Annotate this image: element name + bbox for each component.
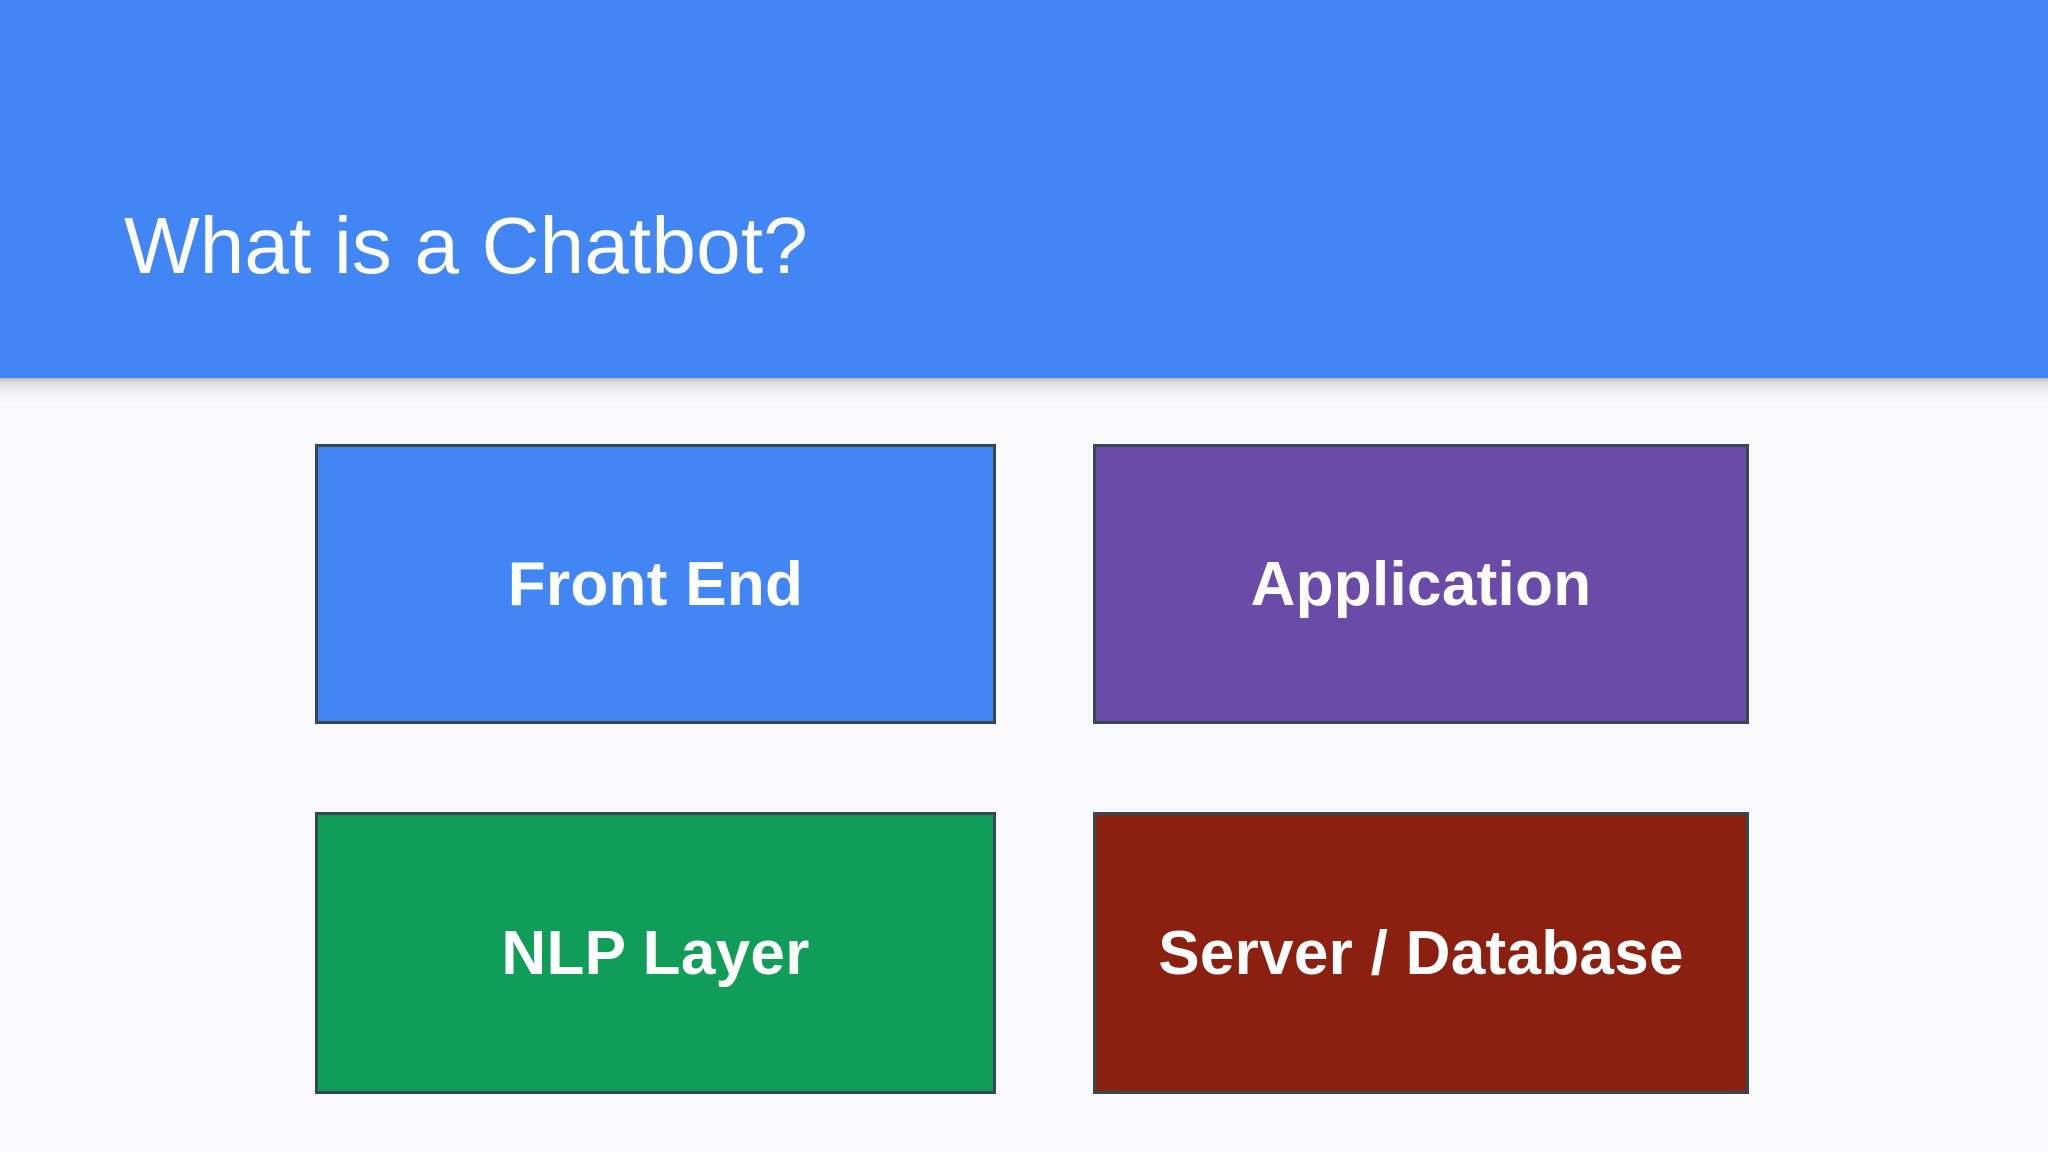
slide-header-banner: What is a Chatbot? bbox=[0, 0, 2048, 378]
component-box-nlp-layer[interactable]: NLP Layer bbox=[315, 812, 996, 1094]
chatbot-component-grid: Front End Application NLP Layer Server /… bbox=[315, 444, 1749, 1094]
header-drop-shadow bbox=[0, 378, 2048, 404]
page-title: What is a Chatbot? bbox=[124, 201, 808, 290]
component-box-label: Server / Database bbox=[1158, 919, 1684, 988]
component-box-label: NLP Layer bbox=[501, 919, 810, 988]
component-box-server-database[interactable]: Server / Database bbox=[1093, 812, 1749, 1094]
component-box-label: Front End bbox=[507, 550, 804, 619]
component-box-label: Application bbox=[1250, 550, 1592, 619]
component-box-application[interactable]: Application bbox=[1093, 444, 1749, 724]
component-box-front-end[interactable]: Front End bbox=[315, 444, 996, 724]
